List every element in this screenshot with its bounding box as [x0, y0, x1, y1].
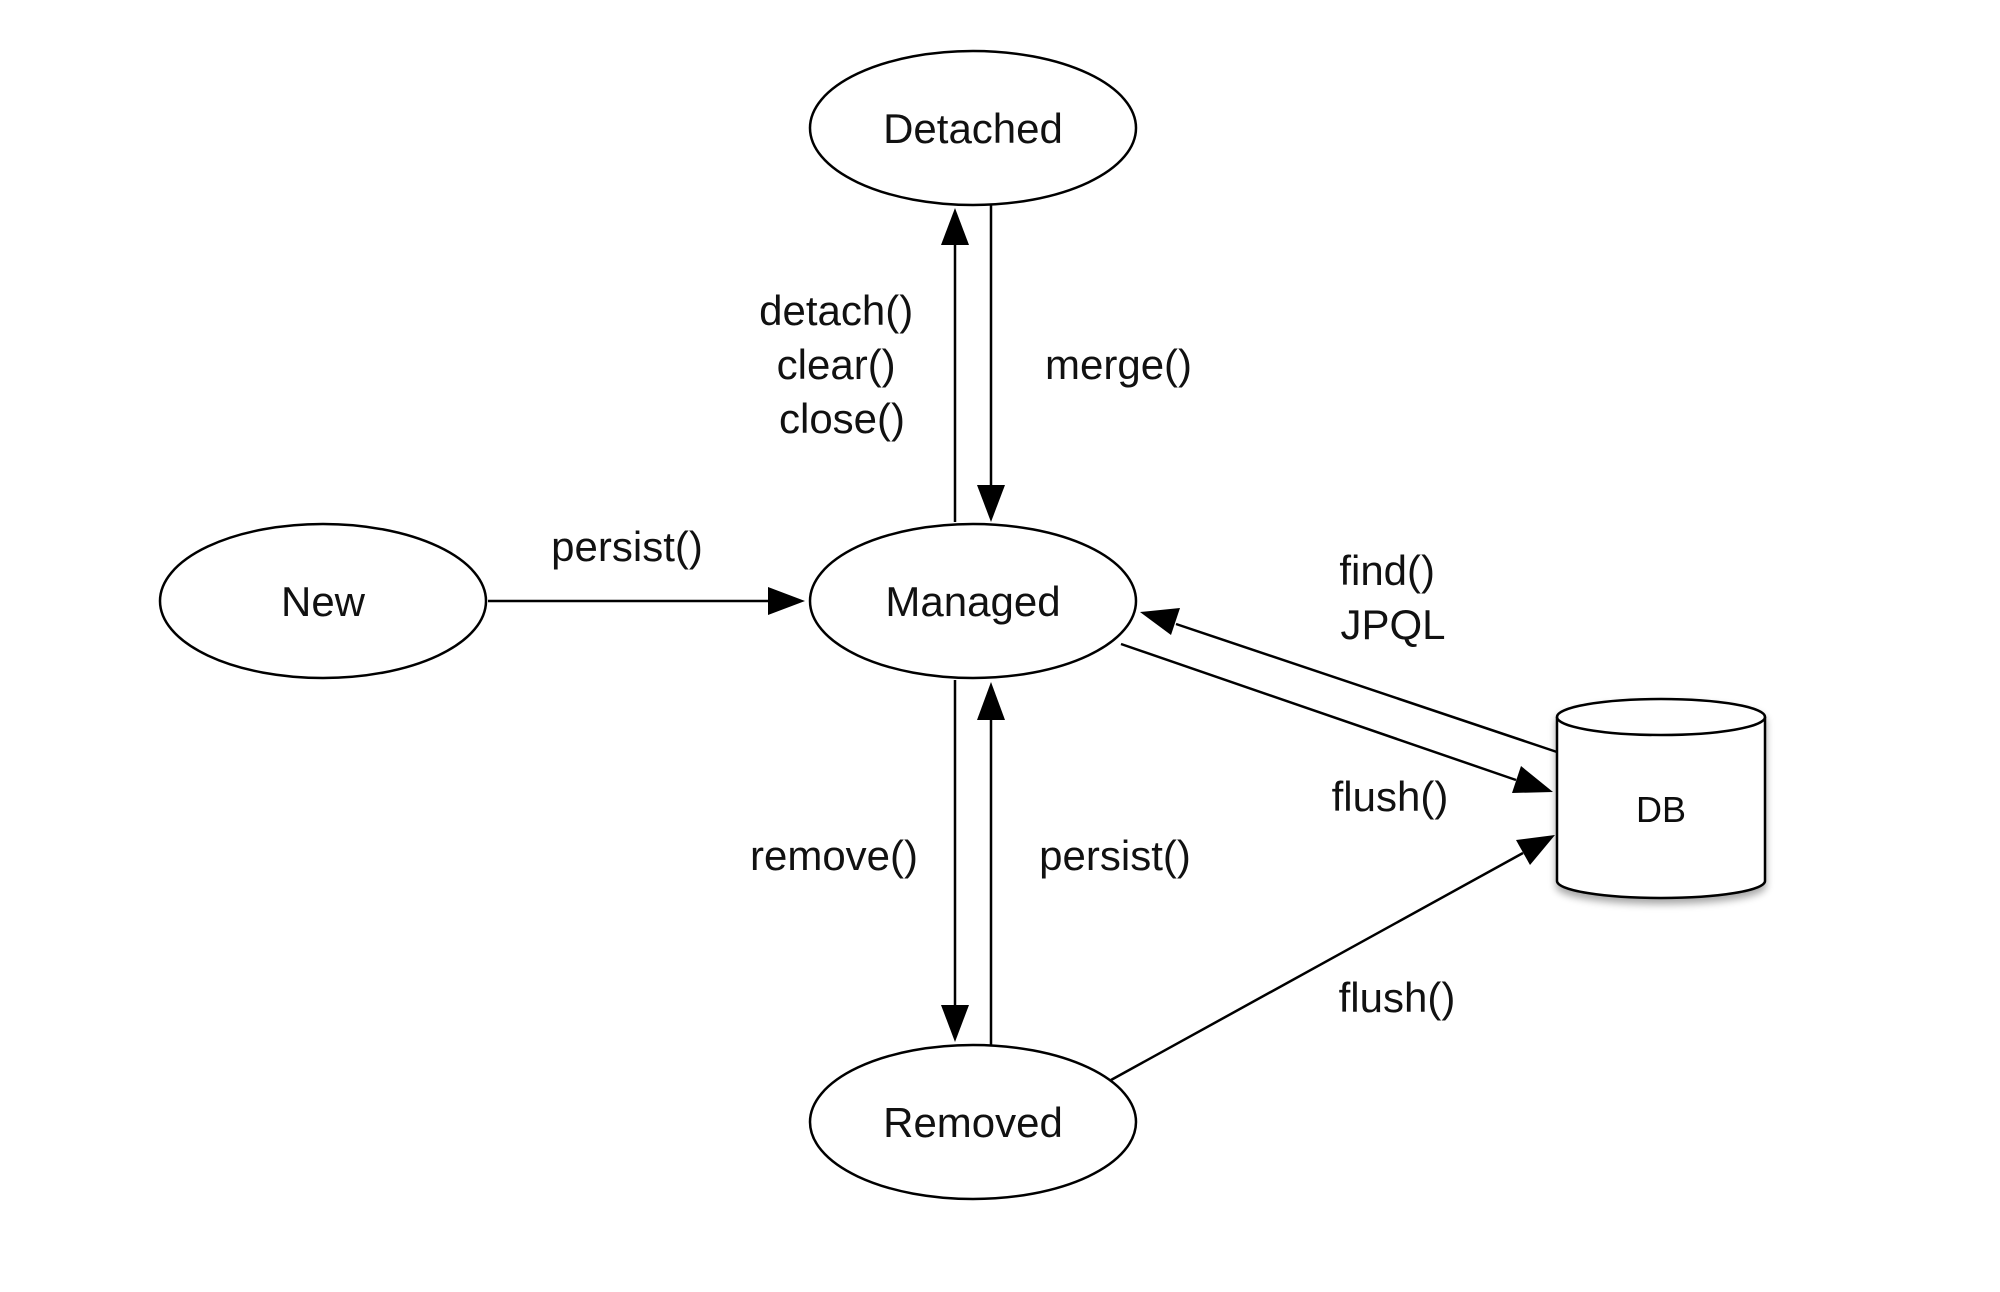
edge-persist-removed	[977, 682, 1005, 1045]
detached-label: Detached	[883, 105, 1063, 152]
find-edge-label: find() JPQL	[1339, 547, 1446, 648]
edge-flush-managed	[1120, 642, 1553, 793]
arrowhead-right	[768, 587, 805, 615]
remove-edge-label: remove()	[750, 832, 918, 879]
merge-edge-label: merge()	[1045, 341, 1192, 388]
edge-find	[1140, 608, 1558, 754]
edge-detach	[941, 208, 969, 522]
node-detached: Detached	[808, 49, 1138, 207]
detach-edge-label: detach() clear() close()	[759, 287, 925, 442]
edge-persist-new	[488, 587, 805, 615]
node-managed: Managed	[808, 522, 1138, 680]
find-label-line: find()	[1339, 547, 1435, 594]
db-cylinder-top	[1555, 697, 1767, 737]
arrowhead-right	[1516, 835, 1555, 865]
edge-remove	[941, 680, 969, 1042]
new-ellipse	[158, 522, 488, 680]
persist-removed-edge-label: persist()	[1039, 832, 1191, 879]
arrowhead-down	[977, 485, 1005, 522]
detached-ellipse	[808, 49, 1138, 207]
node-removed: Removed	[808, 1043, 1138, 1201]
managed-label: Managed	[885, 578, 1060, 625]
node-db: DB	[1555, 697, 1767, 900]
close-label-line: close()	[779, 395, 905, 442]
removed-ellipse	[808, 1043, 1138, 1201]
arrowhead-up	[977, 682, 1005, 720]
new-label: New	[281, 578, 366, 625]
arrowhead-left	[1140, 608, 1180, 635]
removed-label: Removed	[883, 1099, 1063, 1146]
managed-ellipse	[808, 522, 1138, 680]
arrowhead-right	[1512, 766, 1553, 793]
db-cylinder-body	[1555, 717, 1767, 900]
arrowhead-down	[941, 1005, 969, 1042]
flush-managed-edge-label: flush()	[1332, 773, 1449, 820]
jpql-label-line: JPQL	[1340, 601, 1445, 648]
persist-new-edge-label: persist()	[551, 523, 703, 570]
clear-label-line: clear()	[777, 341, 896, 388]
detach-label-line: detach()	[759, 287, 913, 334]
node-new: New	[158, 522, 488, 680]
edge-flush-removed	[1110, 835, 1555, 1082]
arrowhead-up	[941, 208, 969, 245]
edge-merge	[977, 198, 1005, 522]
db-label: DB	[1636, 789, 1686, 830]
flush-removed-edge-label: flush()	[1339, 974, 1456, 1021]
